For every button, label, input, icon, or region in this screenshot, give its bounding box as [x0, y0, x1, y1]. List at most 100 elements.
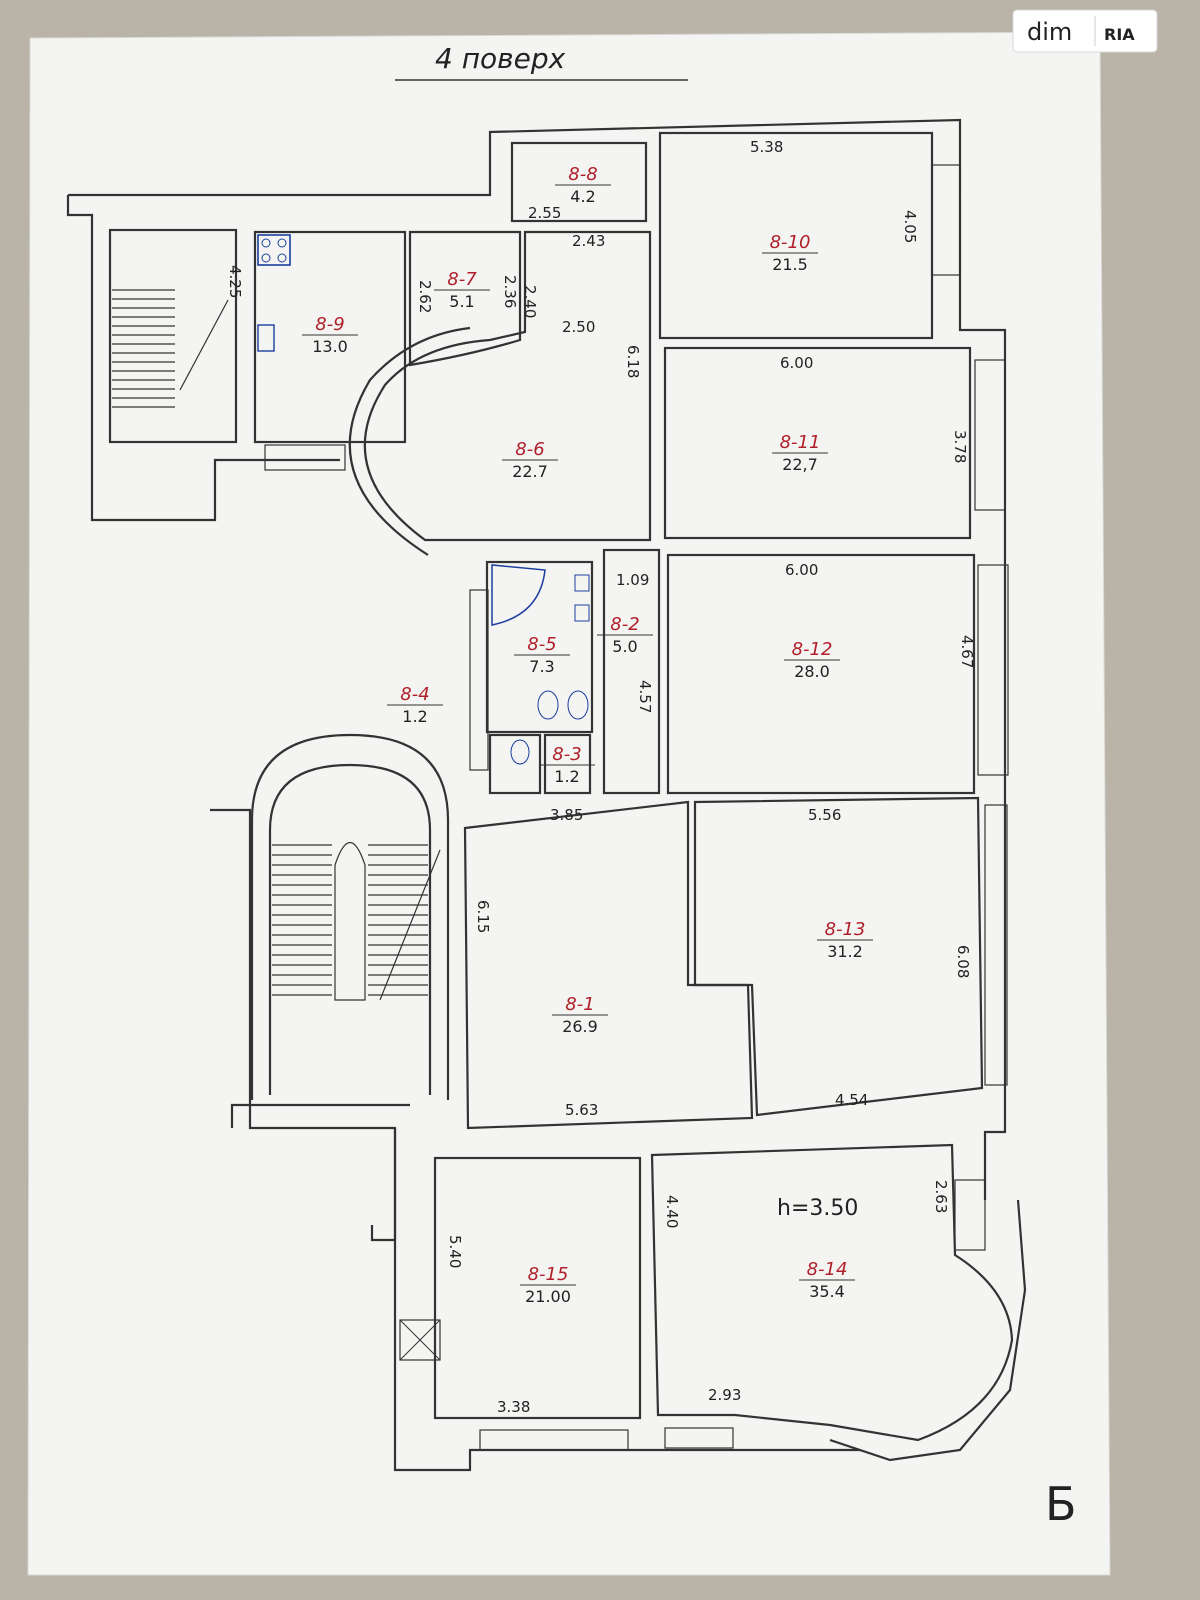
floor-title: 4 поверх [435, 42, 566, 75]
room-8-8 [510, 141, 648, 223]
stairwell-top [108, 228, 238, 444]
outer-wall-notch [370, 1128, 397, 1242]
dim-label: 4.57 [636, 680, 654, 713]
stairwell-arch-outer [250, 733, 450, 1100]
outer-wall-left-top [66, 195, 340, 522]
dim-ria-watermark: dim RIA [1012, 9, 1158, 53]
window-8-9 [264, 444, 346, 471]
dim-label: 4.40 [663, 1195, 681, 1228]
room-code-8-3: 8-3 [552, 744, 581, 765]
washbasin-icon [574, 574, 590, 592]
dim-label: 5.56 [808, 806, 841, 824]
dim-label: 2.50 [562, 318, 595, 336]
room-8-15 [433, 1156, 642, 1420]
room-area-8-5: 7.3 [529, 657, 554, 676]
room-code-8-1: 8-1 [565, 994, 594, 1015]
room-code-8-9: 8-9 [315, 314, 344, 335]
room-code-8-10: 8-10 [770, 232, 811, 253]
shower-icon [491, 564, 546, 626]
dimension-labels: 5.38 4.05 2.55 2.43 2.62 2.36 2.40 2.50 … [226, 138, 976, 1416]
window-8-15 [479, 1429, 629, 1451]
window-8-10 [931, 164, 961, 276]
room-area-8-7: 5.1 [449, 292, 474, 311]
dim-label: 2.36 [501, 275, 519, 308]
room-area-8-12: 28.0 [794, 662, 830, 681]
room-8-14 [650, 1143, 1014, 1442]
dim-label: 3.38 [497, 1398, 530, 1416]
dim-label: 2.43 [572, 232, 605, 250]
room-area-8-10: 21.5 [772, 255, 808, 274]
burner-icon [277, 238, 287, 248]
dim-label: 2.93 [708, 1386, 741, 1404]
window-8-14a [664, 1427, 734, 1449]
vent-box-icon [399, 1319, 441, 1361]
dim-label: 2.40 [521, 285, 539, 318]
stairwell-bottom-diagonal [379, 849, 441, 1001]
watermark-mark: RIA [1104, 25, 1135, 44]
dim-label: 4.67 [958, 635, 976, 668]
sink-icon [257, 324, 275, 352]
room-area-8-2: 5.0 [612, 637, 637, 656]
toilet-icon [567, 690, 589, 720]
room-8-11 [663, 346, 972, 540]
outer-wall-left-bottom [210, 808, 860, 1472]
dim-label: 5.63 [565, 1101, 598, 1119]
watermark-brand: dim [1027, 18, 1072, 46]
room-labels: 8-84.28-1021.58-75.18-913.08-622.78-1122… [302, 164, 873, 1306]
dim-label: 3.78 [951, 430, 969, 463]
toilet-icon [510, 739, 530, 765]
stairwell-top-diagonal [179, 299, 229, 391]
room-area-8-3: 1.2 [554, 767, 579, 786]
burner-icon [277, 253, 287, 263]
room-code-8-7: 8-7 [447, 269, 477, 290]
dim-label: 6.18 [624, 345, 642, 378]
room-area-8-11: 22,7 [782, 455, 818, 474]
room-8-6-bay-outer [348, 326, 471, 556]
outer-wall-bay [829, 1199, 1027, 1462]
window-8-12 [977, 564, 1009, 776]
window-8-14b [954, 1179, 986, 1251]
corner-mark: Б [1045, 1477, 1077, 1531]
room-area-8-6: 22.7 [512, 462, 548, 481]
room-area-8-1: 26.9 [562, 1017, 598, 1036]
stairwell-center-arch [334, 842, 366, 1001]
fixtures [257, 234, 590, 1361]
outer-walls [66, 118, 1027, 1472]
dim-label: 4.25 [226, 265, 244, 298]
dim-label: 3.85 [550, 806, 583, 824]
windows [264, 164, 1009, 1451]
ceiling-height-note: h=3.50 [777, 1196, 858, 1221]
dim-label: 5.38 [750, 138, 783, 156]
burner-icon [261, 253, 271, 263]
room-8-9 [253, 230, 407, 444]
room-8-6 [363, 230, 652, 542]
room-8-13 [693, 796, 984, 1117]
stairwell-top-box [108, 228, 238, 444]
room-8-4 [488, 733, 542, 795]
outer-wall-ledge [230, 1103, 410, 1128]
room-8-5 [485, 560, 594, 734]
watermark-box [1012, 9, 1158, 53]
room-area-8-9: 13.0 [312, 337, 348, 356]
room-code-8-8: 8-8 [568, 164, 597, 185]
dim-label: 5.40 [446, 1235, 464, 1268]
dim-label: 4.05 [901, 210, 919, 243]
room-code-8-4: 8-4 [400, 684, 429, 705]
stove-icon [257, 234, 291, 266]
burner-icon [261, 238, 271, 248]
washbasin-icon [574, 604, 590, 622]
room-code-8-14: 8-14 [807, 1259, 848, 1280]
dim-label: 4.54 [835, 1091, 868, 1109]
dim-label: 6.15 [474, 900, 492, 933]
room-code-8-2: 8-2 [610, 614, 639, 635]
outer-wall-top-right [68, 118, 1007, 1200]
room-code-8-15: 8-15 [528, 1264, 569, 1285]
room-code-8-12: 8-12 [792, 639, 833, 660]
room-code-8-5: 8-5 [527, 634, 556, 655]
dim-label: 6.00 [785, 561, 818, 579]
stairwell-top-steps [112, 289, 175, 408]
room-area-8-8: 4.2 [570, 187, 595, 206]
room-area-8-14: 35.4 [809, 1282, 845, 1301]
dim-label: 6.00 [780, 354, 813, 372]
